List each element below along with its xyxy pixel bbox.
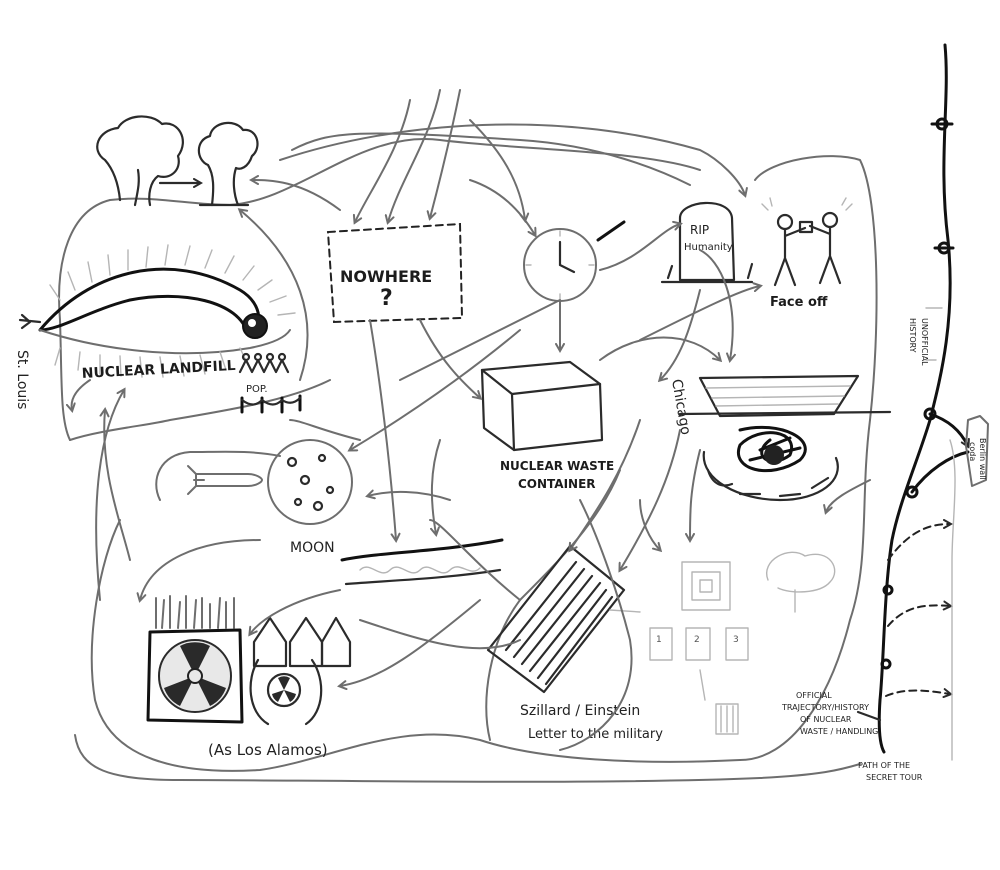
- container-label-line1: NUCLEAR WASTE: [500, 459, 614, 473]
- door-3: 3: [733, 635, 739, 645]
- official-history-line2: TRAJECTORY/HISTORY: [781, 703, 869, 712]
- official-history-line4: WASTE / HANDLING: [800, 727, 878, 736]
- moon-icon: MOON: [267, 439, 353, 556]
- rocket-icon: [187, 465, 263, 495]
- pop-label: POP.: [246, 384, 268, 395]
- nowhere-question-mark: ?: [380, 286, 393, 311]
- unofficial-history-label: HISTORY: [908, 318, 917, 353]
- wavy-band: [340, 538, 504, 586]
- gravestone-rip: RIP: [690, 223, 709, 237]
- secret-tour-line2: SECRET TOUR: [866, 773, 923, 782]
- faint-gallery: 1 2 3: [609, 551, 836, 735]
- clock-icon: [523, 228, 597, 302]
- door-1: 1: [656, 635, 662, 645]
- face-off-label: Face off: [770, 295, 828, 310]
- chicago-scene: Chicago: [668, 374, 892, 502]
- population-crowd: POP.: [238, 352, 302, 414]
- berlin-wall-label: UNOFFICIAL: [920, 318, 929, 366]
- official-history-line1: OFFICIAL: [796, 691, 832, 700]
- moon-label: MOON: [290, 540, 335, 556]
- tree-icon: [96, 115, 184, 207]
- incoming-arrows: [355, 89, 525, 222]
- nowhere-box: NOWHERE ?: [326, 222, 464, 324]
- door-2: 2: [694, 635, 700, 645]
- szillard-einstein-label: Szillard / Einstein: [520, 703, 640, 719]
- letter-document: Szillard / Einstein Letter to the milita…: [486, 544, 663, 742]
- pen-icon: [596, 220, 626, 242]
- container-label-line2: CONTAINER: [518, 477, 596, 491]
- berlin-wall-coda-1: Berlin wall: [978, 438, 987, 480]
- nowhere-label: NOWHERE: [340, 267, 432, 286]
- tree-icon: [197, 121, 259, 207]
- nuclear-waste-container: NUCLEAR WASTE CONTAINER: [480, 360, 614, 491]
- los-alamos-label: (As Los Alamos): [208, 741, 328, 759]
- nuclear-landfill-label: NUCLEAR LANDFILL: [81, 358, 236, 382]
- timeline: UNOFFICIAL HISTORY Berlin wall coda OFFI…: [781, 43, 989, 782]
- face-off-figures: Face off: [761, 197, 853, 310]
- los-alamos: (As Los Alamos): [146, 595, 352, 759]
- letter-military-label: Letter to the military: [528, 727, 663, 742]
- gravestone-icon: RIP Humanity: [660, 201, 754, 284]
- st-louis-label: St. Louis: [14, 350, 30, 409]
- berlin-wall-coda-2: coda: [968, 442, 977, 461]
- official-history-line3: OF NUCLEAR: [800, 715, 852, 724]
- gravestone-humanity: Humanity: [684, 242, 733, 253]
- connecting-arrows: [72, 123, 871, 751]
- secret-tour-line1: PATH OF THE: [858, 761, 910, 770]
- chicago-label: Chicago: [668, 378, 694, 436]
